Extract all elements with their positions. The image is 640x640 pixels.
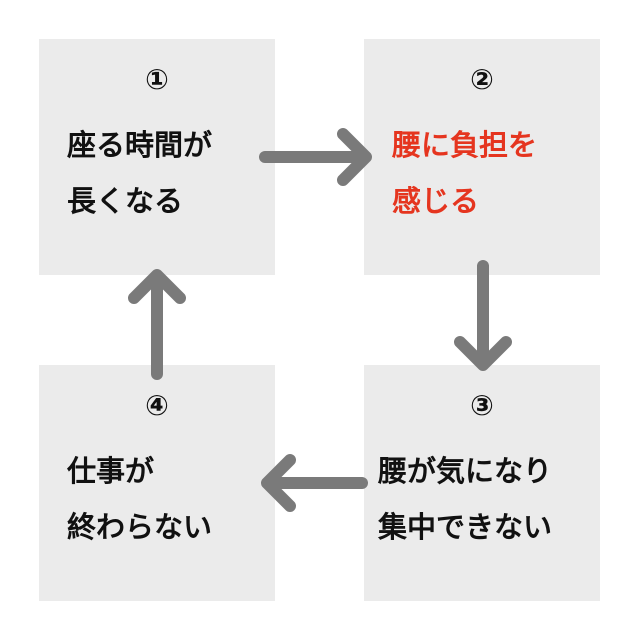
step-1-number: ① (145, 63, 169, 96)
step-4-box: ④ 仕事が 終わらない (39, 365, 275, 601)
step-4-line-1: 仕事が (67, 454, 155, 488)
step-4-number: ④ (145, 389, 169, 422)
step-3-box: ③ 腰が気になり 集中できない (364, 365, 600, 601)
step-1-line-2: 長くなる (67, 184, 184, 218)
arrow-left-icon (261, 454, 368, 512)
arrow-down-icon (454, 260, 512, 371)
step-3-line-1: 腰が気になり (378, 454, 553, 488)
step-4-line-2: 終わらない (67, 510, 213, 544)
arrow-right-icon (259, 128, 372, 186)
step-1-line-1: 座る時間が (67, 128, 213, 162)
step-3-number: ③ (470, 389, 494, 422)
step-3-line-2: 集中できない (378, 510, 553, 544)
step-1-box: ① 座る時間が 長くなる (39, 39, 275, 275)
step-2-line-1: 腰に負担を (392, 128, 538, 162)
step-2-text: 腰に負担を 感じる (392, 117, 592, 229)
step-2-line-2: 感じる (392, 184, 480, 218)
step-1-text: 座る時間が 長くなる (67, 117, 267, 229)
step-4-text: 仕事が 終わらない (67, 443, 267, 555)
step-2-box: ② 腰に負担を 感じる (364, 39, 600, 275)
step-2-number: ② (470, 63, 494, 96)
step-3-text: 腰が気になり 集中できない (378, 443, 592, 555)
arrow-up-icon (128, 269, 186, 380)
